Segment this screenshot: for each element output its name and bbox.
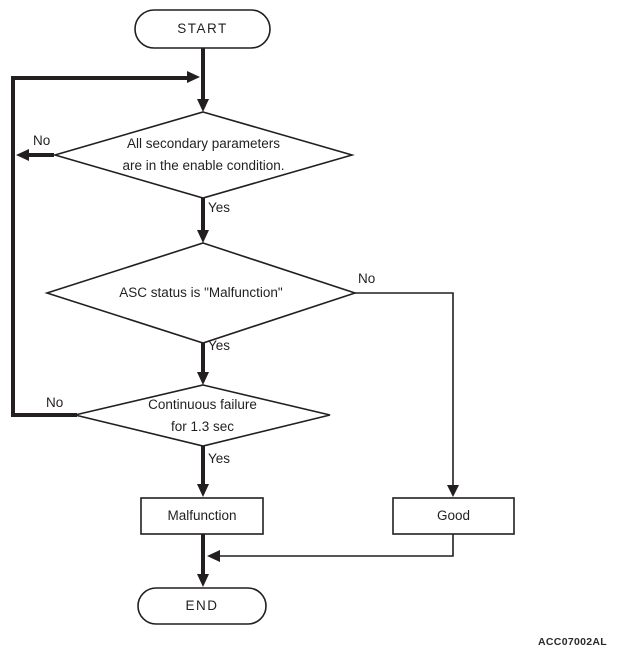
arrowhead-into-end <box>197 574 209 587</box>
edge-label-decision3-yes: Yes <box>208 451 231 466</box>
edge-label-decision2-no: No <box>358 271 376 286</box>
edge-good-to-merge <box>220 534 454 557</box>
edge-label-decision2-yes: Yes <box>208 338 231 353</box>
arrowhead-into-decision2 <box>197 230 209 243</box>
arrowhead-merge-left <box>207 550 220 562</box>
arrowhead-into-malfunction <box>197 484 209 497</box>
malfunction-shape <box>140 497 264 535</box>
figure-code: ACC07002AL <box>538 636 607 648</box>
arrowhead-into-decision1 <box>197 99 209 112</box>
decision2-shape <box>44 242 358 344</box>
edge-label-decision3-no: No <box>46 395 64 410</box>
arrowhead-decision1-no <box>16 149 29 161</box>
edge-loopback <box>11 76 189 417</box>
arrowhead-into-decision3 <box>197 372 209 385</box>
decision3-shape <box>74 384 331 447</box>
end-shape <box>137 587 267 625</box>
edge-decision2-no <box>354 292 454 486</box>
decision1-shape <box>52 111 355 199</box>
edge-label-decision1-yes: Yes <box>208 200 231 215</box>
start-shape <box>134 9 271 49</box>
arrowhead-into-good <box>447 485 459 497</box>
edge-label-decision1-no: No <box>33 133 51 148</box>
arrowhead-loopback-into-startline <box>187 71 200 83</box>
good-shape <box>392 497 515 535</box>
